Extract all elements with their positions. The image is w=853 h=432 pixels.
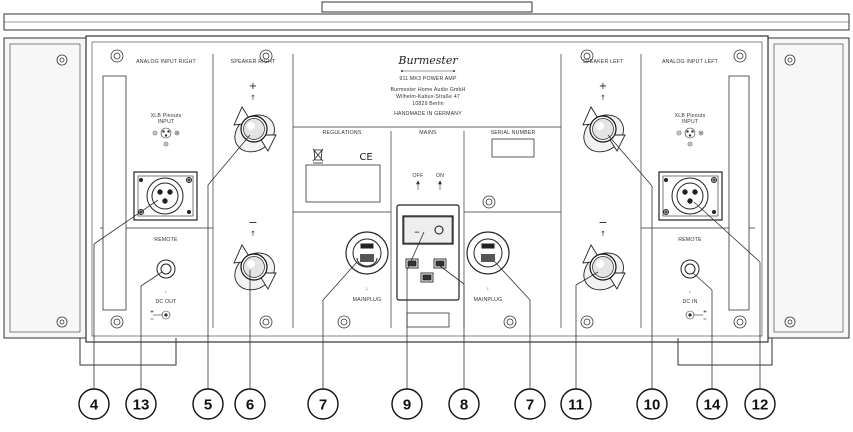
mainplug-right-label: MAINPLUG bbox=[474, 297, 503, 303]
callout-circles bbox=[78, 388, 776, 420]
callout-number: 10 bbox=[644, 397, 661, 414]
xlb-input-left-label: INPUT bbox=[682, 119, 699, 125]
chassis bbox=[3, 1, 850, 366]
handmade-label: HANDMADE IN GERMANY bbox=[394, 111, 462, 117]
callout-number: 6 bbox=[246, 397, 254, 414]
switch-off-symbol: – bbox=[414, 225, 420, 238]
company-city: 10829 Berlin bbox=[412, 101, 444, 107]
panel-screws bbox=[110, 49, 747, 329]
dc-out-arrow: ↓ bbox=[165, 289, 168, 295]
callout-number: 13 bbox=[133, 397, 150, 414]
ce-mark: CE bbox=[359, 152, 372, 163]
analog-input-left-label: ANALOG INPUT LEFT bbox=[662, 59, 719, 65]
speaker-right-plus-arrow: ↑ bbox=[250, 94, 256, 102]
speaker-right-minus-arrow: ↑ bbox=[250, 230, 256, 238]
xlb-pinouts-right-label: XLB Pinouts bbox=[151, 113, 182, 119]
company-name: Burmester Home Audio GmbH bbox=[390, 87, 465, 93]
mains-power-switch[interactable] bbox=[402, 215, 454, 245]
speaker-left-minus-sign: − bbox=[598, 216, 607, 229]
xlb-input-right-label: INPUT bbox=[158, 119, 175, 125]
callout-number: 8 bbox=[460, 397, 468, 414]
regulations-plate bbox=[305, 164, 381, 203]
callout-number: 14 bbox=[704, 397, 721, 414]
model-name: 911 MK3 POWER AMP bbox=[399, 76, 457, 82]
dc-out-label: DC OUT bbox=[155, 299, 177, 305]
brand-logo: Burmester bbox=[397, 54, 458, 67]
off-label: OFF bbox=[413, 173, 424, 179]
remote-right-label: REMOTE bbox=[154, 237, 178, 243]
company-street: Wilhelm-Kabus-Straße 47 bbox=[396, 94, 460, 100]
dc-in-polarity-icon bbox=[685, 310, 707, 320]
remote-left-label: REMOTE bbox=[678, 237, 702, 243]
speaker-right-minus-sign: − bbox=[248, 216, 257, 229]
callout-leaders bbox=[93, 134, 761, 389]
callout-number: 7 bbox=[319, 397, 327, 414]
callout-number: 7 bbox=[526, 397, 534, 414]
serial-number-plate bbox=[491, 138, 535, 158]
remote-jack-left[interactable] bbox=[680, 259, 700, 279]
fuse-holder bbox=[405, 258, 447, 283]
callout-number: 11 bbox=[568, 397, 584, 414]
callout-number: 5 bbox=[204, 397, 212, 414]
side-screws bbox=[56, 54, 796, 328]
vent-slots bbox=[102, 75, 750, 311]
speaker-left-plus-arrow: ↑ bbox=[600, 94, 606, 102]
remote-jack-right[interactable] bbox=[156, 259, 176, 279]
speaker-left-label: SPEAKER LEFT bbox=[582, 59, 624, 65]
callout-number: 4 bbox=[90, 397, 99, 414]
xlr-pinout-right-icon bbox=[152, 127, 180, 147]
xlr-input-left[interactable] bbox=[658, 171, 723, 221]
callout-number: 12 bbox=[752, 397, 769, 414]
mainplug-right-arrow: ↓ bbox=[487, 286, 490, 292]
brand-block: Burmester 911 MK3 POWER AMP Burmester Ho… bbox=[390, 54, 465, 117]
section-dividers bbox=[100, 54, 755, 328]
weee-bin-icon bbox=[312, 148, 324, 164]
mains-arrows bbox=[416, 180, 442, 190]
xlr-input-right[interactable] bbox=[133, 171, 198, 221]
mainplug-socket-right[interactable] bbox=[466, 231, 510, 275]
on-label: ON bbox=[436, 173, 444, 179]
mainplug-left-arrow: ↓ bbox=[366, 286, 369, 292]
speaker-right-plus-sign: + bbox=[249, 81, 257, 92]
mainplug-left-label: MAINPLUG bbox=[353, 297, 382, 303]
mains-rating-plate bbox=[406, 312, 450, 328]
dc-in-arrow: ↓ bbox=[689, 289, 692, 295]
xlr-pinout-left-icon bbox=[676, 127, 704, 147]
dc-in-label: DC IN bbox=[682, 299, 697, 305]
regulations-label: REGULATIONS bbox=[323, 130, 362, 136]
speaker-left-minus-arrow: ↑ bbox=[600, 230, 606, 238]
switch-on-symbol bbox=[434, 225, 444, 235]
mains-inlet bbox=[396, 204, 460, 301]
serial-number-label: SERIAL NUMBER bbox=[491, 130, 536, 136]
xlb-pinouts-left-label: XLB Pinouts bbox=[675, 113, 706, 119]
mains-label: MAINS bbox=[419, 130, 437, 136]
mainplug-socket-left[interactable] bbox=[345, 231, 389, 275]
speaker-right-label: SPEAKER RIGHT bbox=[231, 59, 276, 65]
speaker-left-plus-sign: + bbox=[599, 81, 607, 92]
callout-number: 9 bbox=[403, 397, 411, 414]
dc-out-polarity-icon bbox=[150, 310, 171, 320]
analog-input-right-label: ANALOG INPUT RIGHT bbox=[136, 59, 196, 65]
